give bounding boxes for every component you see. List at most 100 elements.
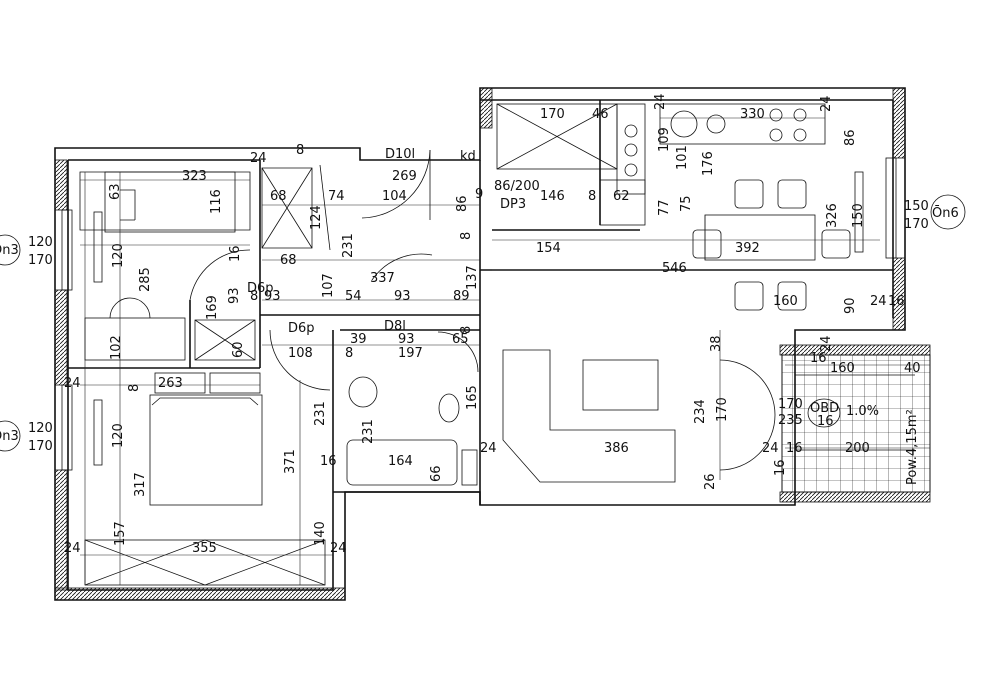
balcony	[781, 354, 931, 493]
dim: 169	[205, 295, 220, 320]
dim: 386	[604, 441, 629, 456]
door-entry-label: D10l	[385, 147, 415, 162]
dim: 24	[819, 95, 834, 112]
dim: 231	[361, 419, 376, 444]
dimension-numbers: 24 323 63 116 68 8 74 124 231 269 104 86…	[64, 93, 921, 556]
dim: 60	[231, 341, 246, 358]
dim: 24	[250, 151, 267, 166]
dim: 54	[345, 289, 362, 304]
window-tag-left-bottom-h1: 120	[28, 421, 53, 436]
window-left-top	[61, 209, 73, 291]
dim: 93	[398, 332, 415, 347]
window-tag-right-text: Ōn6	[932, 206, 959, 221]
dim: 93	[394, 289, 411, 304]
wall-hatch-left-2	[54, 289, 68, 386]
wall-hatch-top-kitchen	[479, 87, 493, 129]
dim: 8	[127, 384, 142, 392]
dim: 337	[370, 271, 395, 286]
dim: 38	[709, 335, 724, 352]
dim: 104	[382, 189, 407, 204]
dim: 137	[465, 265, 480, 290]
dim: 24	[64, 541, 81, 556]
dim: 231	[313, 401, 328, 426]
desk	[84, 317, 186, 361]
dim: 165	[465, 385, 480, 410]
dim: 16	[228, 245, 243, 262]
dim: 101	[675, 145, 690, 170]
dim: 170	[778, 397, 803, 412]
dimension-lines	[80, 117, 930, 585]
dim: 24	[64, 376, 81, 391]
dim: 154	[536, 241, 561, 256]
dim: 8	[588, 189, 596, 204]
dim: 24	[330, 541, 347, 556]
dim: 24	[762, 441, 779, 456]
dim: 160	[773, 294, 798, 309]
door-balcony-swing	[719, 359, 776, 471]
door-room-a-swing	[189, 249, 251, 301]
outer-walls	[54, 87, 931, 601]
dim: 66	[429, 465, 444, 482]
window-tag-left-top-h1: 120	[28, 235, 53, 250]
window-tag-right-h2: 170	[904, 217, 929, 232]
dim: 170	[540, 107, 565, 122]
dim: 231	[341, 233, 356, 258]
wall-hatch-right-2	[892, 257, 906, 331]
dim: 235	[778, 413, 803, 428]
window-right	[885, 157, 897, 259]
window-tag-left-top	[0, 234, 21, 266]
dim: 86	[843, 129, 858, 146]
dim: 170	[715, 397, 730, 422]
dim: 150	[851, 203, 866, 228]
dim: 108	[288, 346, 313, 361]
dim: 40	[904, 361, 921, 376]
door-bath-swing	[437, 331, 479, 373]
balcony-label: OBD	[810, 401, 839, 416]
dim: 392	[735, 241, 760, 256]
coffee-table	[582, 359, 659, 411]
balcony-tiles	[781, 354, 931, 493]
dim: 16	[773, 459, 788, 476]
window-tag-right-h1: 150	[904, 199, 929, 214]
dim: 371	[283, 449, 298, 474]
wall-hatch-left-1	[54, 159, 68, 211]
balcony-sub: 16	[817, 414, 834, 429]
door-hall-swing	[371, 253, 433, 281]
dim: 46	[592, 107, 609, 122]
radiator-left-bottom	[93, 399, 103, 466]
window-tag-left-bottom-text: Ōn3	[0, 429, 19, 444]
counter-top	[659, 103, 826, 145]
dim: 8	[296, 143, 304, 158]
oven	[599, 179, 646, 226]
dim: 16	[810, 351, 827, 366]
dim: 74	[328, 189, 345, 204]
dim: 269	[392, 169, 417, 184]
dim: 86	[455, 195, 470, 212]
dim: 65	[452, 332, 469, 347]
window-tag-left-top-text: Ōn3	[0, 243, 19, 258]
dim: 116	[209, 189, 224, 214]
dim: 546	[662, 261, 687, 276]
dim: 285	[138, 267, 153, 292]
dim: 93	[227, 287, 242, 304]
doors	[189, 149, 776, 471]
dim: 93	[264, 289, 281, 304]
door-room-b-label: D6p	[288, 321, 315, 336]
radiator-right	[854, 171, 864, 253]
door-kitchen-label: DP3	[500, 197, 526, 212]
sink-kitchen	[670, 110, 698, 138]
dim: 355	[192, 541, 217, 556]
sofa	[502, 349, 676, 483]
dim: 24	[480, 441, 497, 456]
dim: 8	[459, 232, 474, 240]
window-tag-left-top-h2: 170	[28, 253, 53, 268]
balcony-slope: 1.0%	[846, 404, 879, 419]
sink	[348, 376, 378, 408]
fridge	[616, 103, 646, 195]
balcony-rail-bottom	[779, 491, 931, 503]
dim: 16	[320, 454, 337, 469]
dim: 75	[679, 195, 694, 212]
dim: 160	[830, 361, 855, 376]
dim: 120	[111, 423, 126, 448]
dim: 120	[111, 243, 126, 268]
